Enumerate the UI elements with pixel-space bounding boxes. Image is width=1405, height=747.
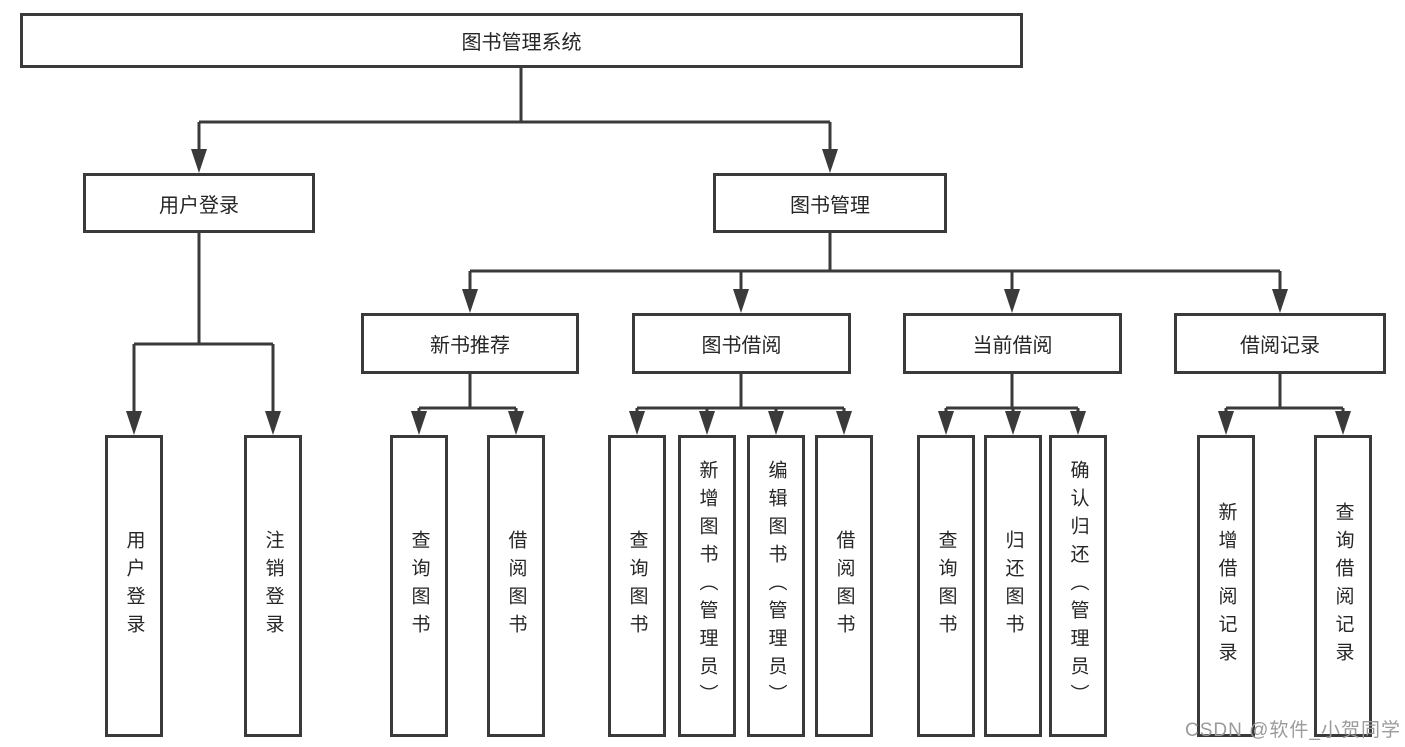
leaf-query-books-borrow-label: 查询图书 xyxy=(626,530,648,642)
leaf-confirm-return-admin: 确认归还（管理员） xyxy=(1049,435,1107,737)
leaf-query-books-current-label: 查询图书 xyxy=(935,530,957,642)
leaf-user-login: 用户登录 xyxy=(105,435,163,737)
leaf-borrow-books-recommend-label: 借阅图书 xyxy=(505,530,527,642)
leaf-edit-book-admin-label: 编辑图书（管理员） xyxy=(765,460,787,712)
node-book-borrow: 图书借阅 xyxy=(632,313,851,374)
leaf-query-books-current: 查询图书 xyxy=(917,435,975,737)
node-user-login: 用户登录 xyxy=(83,173,315,233)
watermark: CSDN @软件_小贺同学 xyxy=(1185,720,1401,741)
leaf-add-book-admin: 新增图书（管理员） xyxy=(678,435,736,737)
leaf-edit-book-admin: 编辑图书（管理员） xyxy=(747,435,805,737)
connector-borrow-records-to-leaves xyxy=(1218,374,1351,435)
connector-new-book-recommend-to-leaves xyxy=(411,374,524,435)
leaf-return-book: 归还图书 xyxy=(984,435,1042,737)
node-new-book-recommend: 新书推荐 xyxy=(361,313,579,374)
node-borrow-records-label: 借阅记录 xyxy=(1240,335,1320,357)
connector-user-login-to-leaves xyxy=(126,233,281,435)
leaf-query-borrow-record: 查询借阅记录 xyxy=(1314,435,1372,737)
leaf-query-books-recommend-label: 查询图书 xyxy=(408,530,430,642)
node-current-borrow-label: 当前借阅 xyxy=(972,335,1053,357)
node-root-label: 图书管理系统 xyxy=(461,32,582,54)
leaf-borrow-books-recommend: 借阅图书 xyxy=(487,435,545,737)
leaf-logout: 注销登录 xyxy=(244,435,302,737)
leaf-add-book-admin-label: 新增图书（管理员） xyxy=(696,460,718,712)
node-user-login-label: 用户登录 xyxy=(159,194,239,217)
connector-root-to-level2 xyxy=(191,68,838,173)
leaf-borrow-books-label: 借阅图书 xyxy=(833,530,855,642)
node-root: 图书管理系统 xyxy=(20,13,1023,68)
leaf-add-borrow-record: 新增借阅记录 xyxy=(1197,435,1255,737)
node-new-book-recommend-label: 新书推荐 xyxy=(430,335,510,357)
leaf-return-book-label: 归还图书 xyxy=(1002,530,1024,642)
leaf-logout-label: 注销登录 xyxy=(262,530,284,642)
node-book-borrow-label: 图书借阅 xyxy=(701,335,782,357)
connector-book-management-to-level3 xyxy=(462,233,1288,313)
leaf-confirm-return-admin-label: 确认归还（管理员） xyxy=(1067,460,1089,712)
leaf-query-borrow-record-label: 查询借阅记录 xyxy=(1332,502,1354,670)
connector-book-borrow-to-leaves xyxy=(629,374,852,435)
node-book-management: 图书管理 xyxy=(713,173,947,233)
leaf-query-books-recommend: 查询图书 xyxy=(390,435,448,737)
node-borrow-records: 借阅记录 xyxy=(1174,313,1386,374)
leaf-add-borrow-record-label: 新增借阅记录 xyxy=(1215,502,1237,670)
leaf-query-books-borrow: 查询图书 xyxy=(608,435,666,737)
connector-current-borrow-to-leaves xyxy=(938,374,1086,435)
node-book-management-label: 图书管理 xyxy=(790,194,870,217)
leaf-borrow-books: 借阅图书 xyxy=(815,435,873,737)
leaf-user-login-label: 用户登录 xyxy=(123,530,145,642)
node-current-borrow: 当前借阅 xyxy=(903,313,1122,374)
